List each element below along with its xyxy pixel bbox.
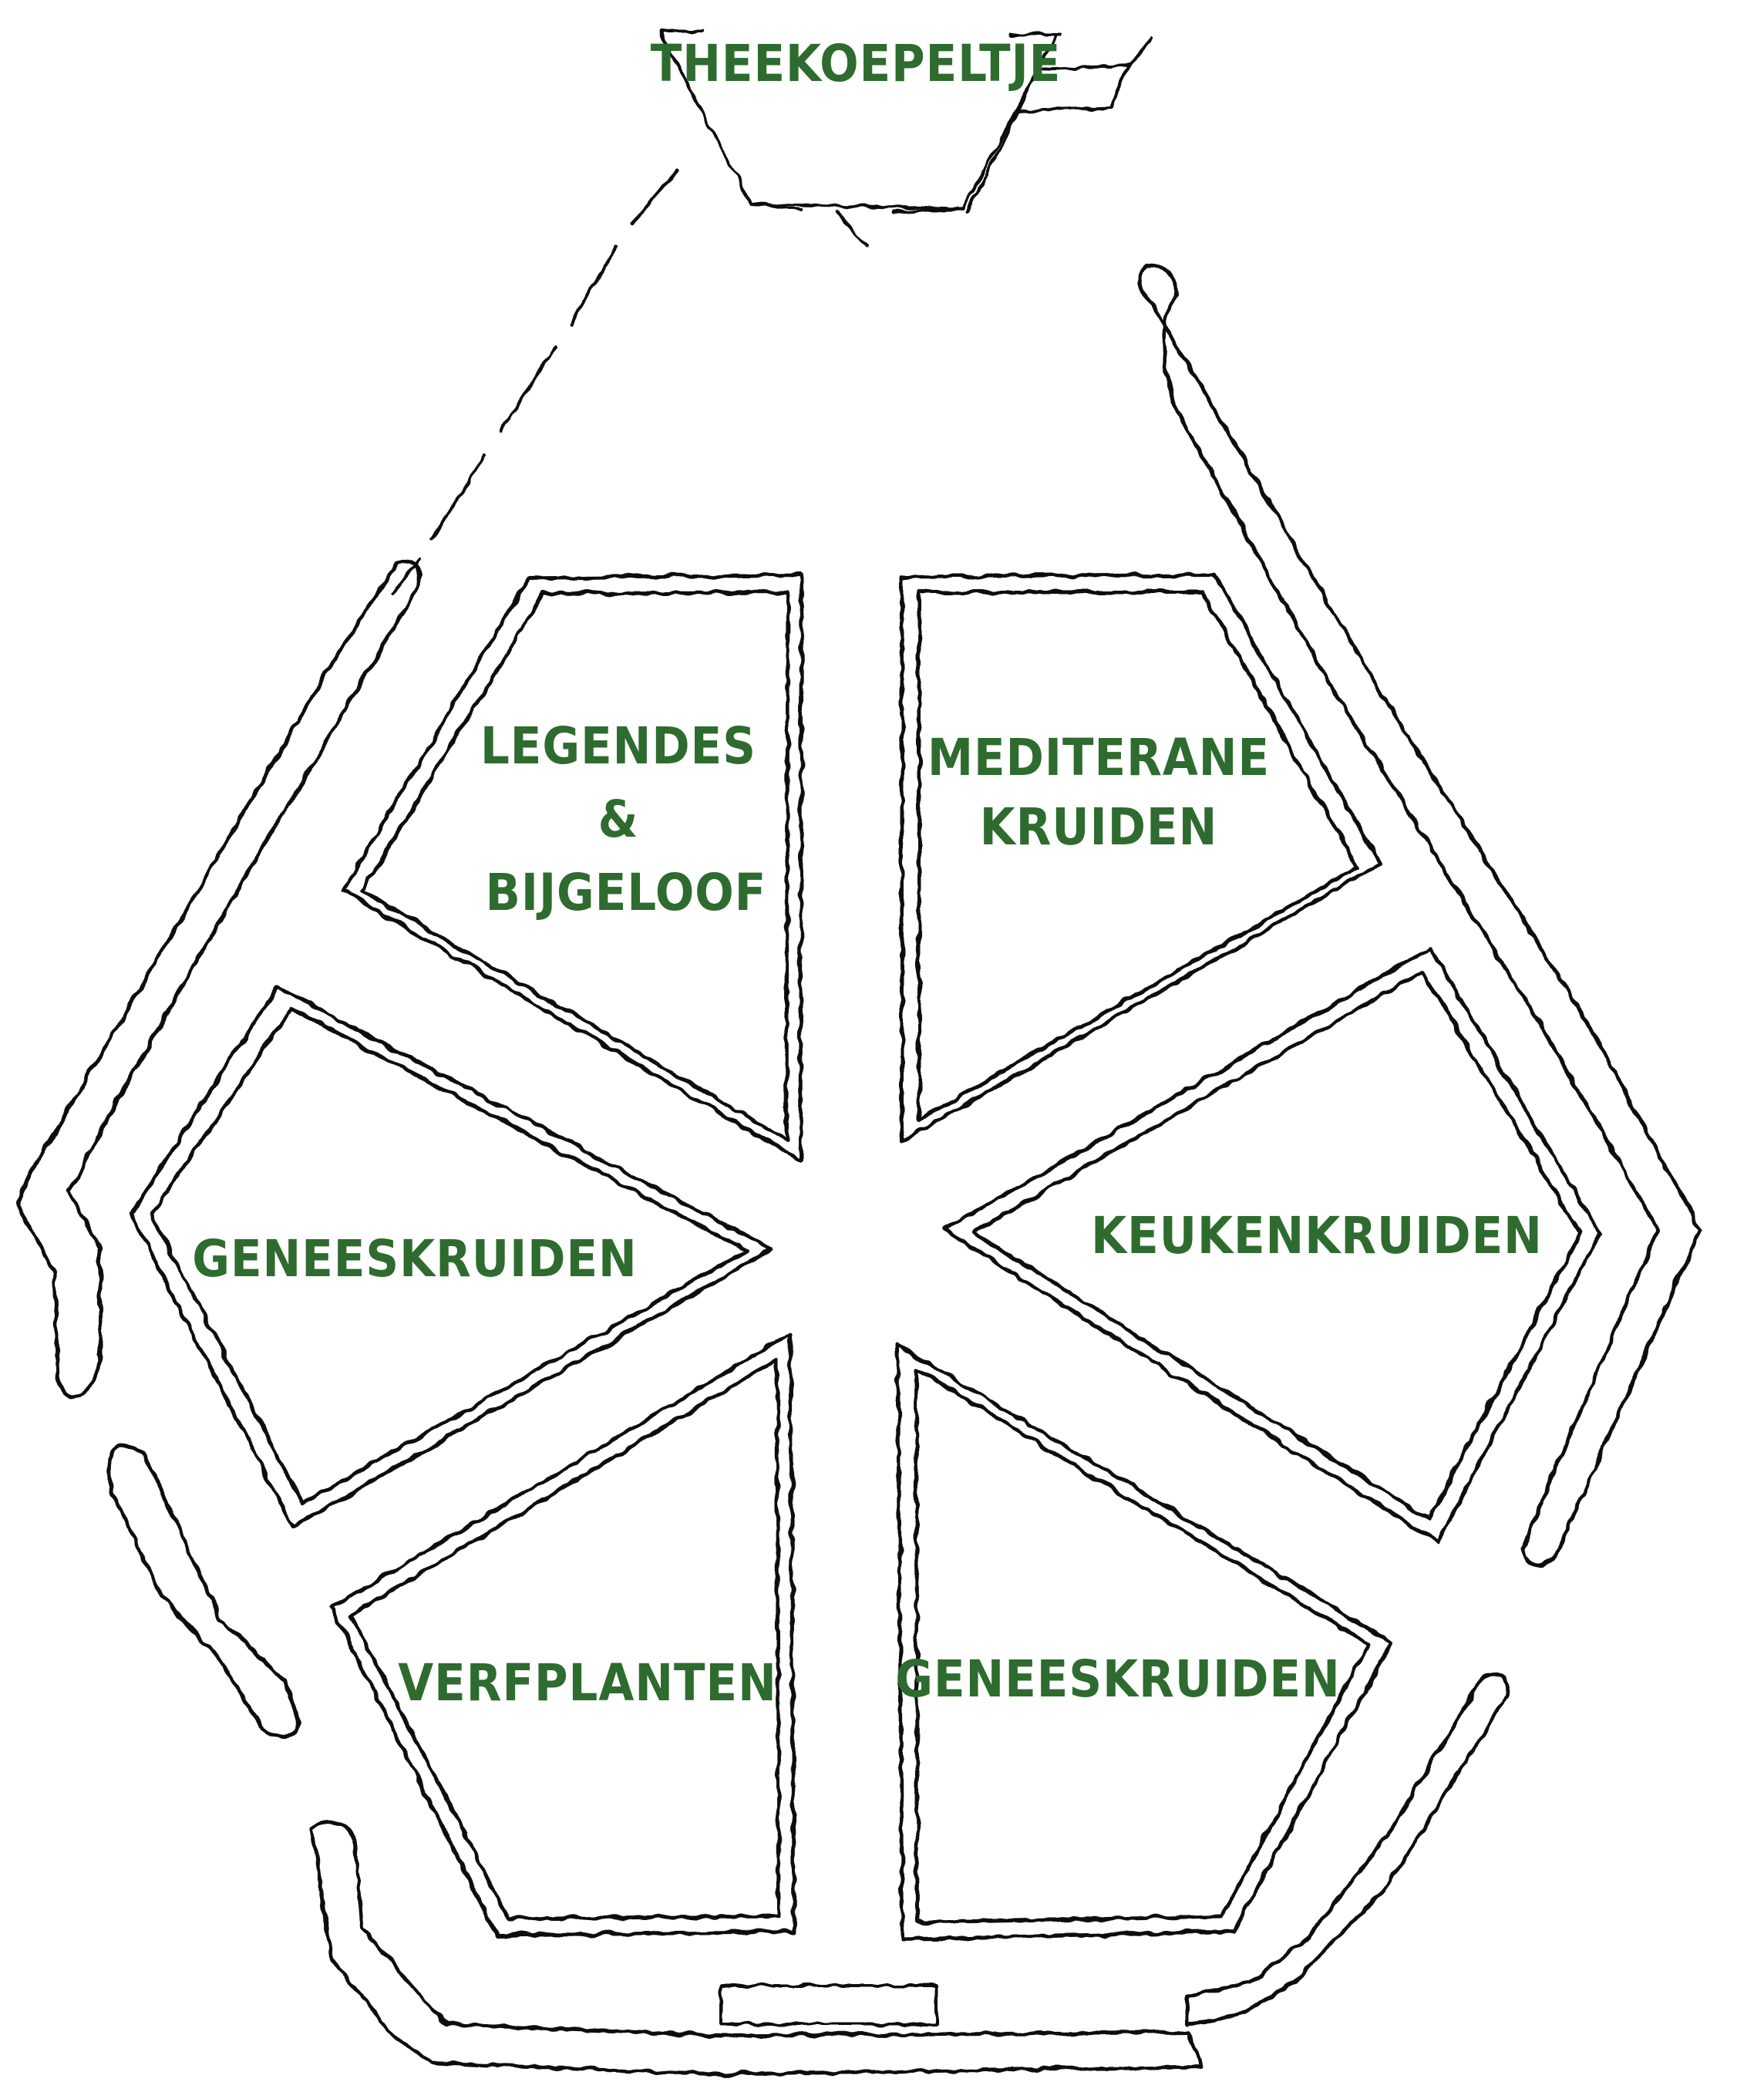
- bed-legends-superstition: [341, 572, 804, 1163]
- path-northwest: [392, 168, 680, 595]
- bench-icon: [1016, 64, 1131, 113]
- bed-mediterranean-herbs: [900, 572, 1382, 1144]
- label-kitchen: KEUKENKRUIDEN: [1091, 1206, 1543, 1265]
- label-tea-house: THEEKOEPELTJE: [651, 34, 1062, 93]
- entrance-gate: [719, 1984, 938, 2026]
- label-dye-plants: VERFPLANTEN: [398, 1653, 777, 1713]
- outer-hedge-south: [310, 1820, 1205, 2077]
- tea-house: [658, 29, 1154, 248]
- outer-hedge-west: [17, 559, 422, 1399]
- label-medicinal-south: GENEESKRUIDEN: [895, 1649, 1341, 1709]
- outer-hedge-southwest: [107, 1444, 299, 1740]
- bed-kitchen-herbs: [942, 946, 1602, 1545]
- label-mediterranean-line1: MEDITERANE: [927, 728, 1270, 787]
- label-medicinal-west: GENEESKRUIDEN: [192, 1229, 638, 1289]
- bed-medicinal-herbs-south: [896, 1343, 1394, 1942]
- label-legends-line3: BIJGELOOF: [486, 863, 767, 922]
- bed-medicinal-herbs-west: [129, 985, 773, 1529]
- outer-hedge-northeast: [1137, 263, 1702, 1568]
- outer-hedge-southeast: [1185, 1672, 1510, 2026]
- label-legends-line1: LEGENDES: [480, 716, 756, 776]
- bed-dye-plants: [329, 1332, 796, 1938]
- label-mediterranean-line2: KRUIDEN: [980, 797, 1218, 857]
- label-legends-line2: &: [598, 790, 639, 849]
